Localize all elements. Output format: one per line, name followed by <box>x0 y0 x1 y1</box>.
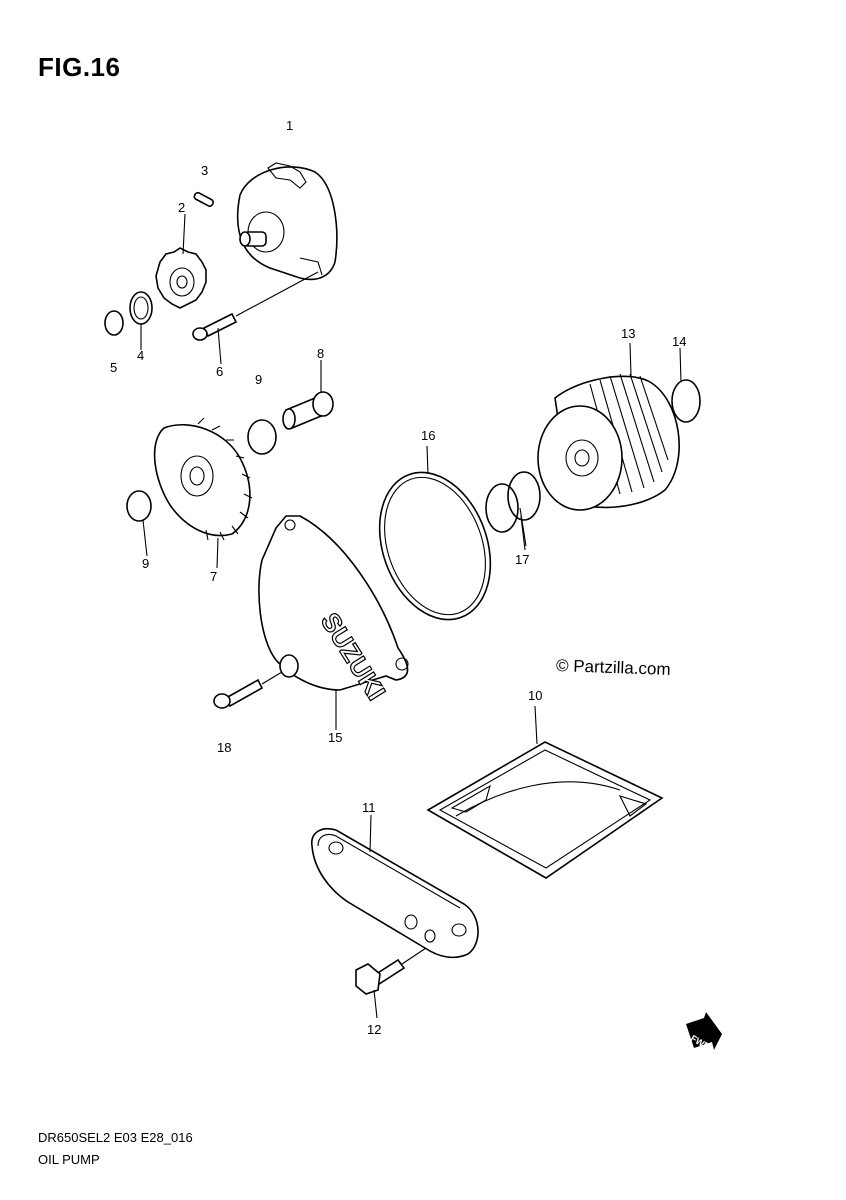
part-3-pin[interactable] <box>193 191 214 208</box>
part-6-bolt[interactable] <box>192 271 319 341</box>
part-7-driven-gear[interactable] <box>153 417 253 541</box>
callout-17: 17 <box>515 552 529 567</box>
callout-15: 15 <box>328 730 342 745</box>
part-12-bolt[interactable] <box>355 947 427 995</box>
part-18-bolt[interactable] <box>213 671 283 709</box>
part-11-gasket-plate[interactable] <box>311 828 479 959</box>
part-17-spring-seal[interactable] <box>485 471 541 547</box>
callout-12: 12 <box>367 1022 381 1037</box>
callout-18: 18 <box>217 740 231 755</box>
part-2-drive-gear[interactable] <box>155 247 207 309</box>
callout-1: 1 <box>286 118 293 133</box>
part-4-washer[interactable] <box>129 291 153 325</box>
callout-16: 16 <box>421 428 435 443</box>
part-10-oil-strainer[interactable] <box>426 741 664 879</box>
leader-lines <box>140 213 682 1019</box>
callout-10: 10 <box>528 688 542 703</box>
part-14-o-ring[interactable] <box>671 379 701 423</box>
part-9-circlip-lower[interactable] <box>126 490 152 522</box>
part-5-circlip[interactable] <box>104 310 124 336</box>
callout-5: 5 <box>110 360 117 375</box>
part-8-shaft[interactable] <box>282 391 334 430</box>
callout-8: 8 <box>317 346 324 361</box>
callout-7: 7 <box>210 569 217 584</box>
callout-2: 2 <box>178 200 185 215</box>
callout-14: 14 <box>672 334 686 349</box>
part-16-o-ring-large[interactable] <box>360 457 510 635</box>
callout-9-lower: 9 <box>142 556 149 571</box>
copyright-text: © Partzilla.com <box>555 656 671 679</box>
figure-title: FIG.16 <box>38 52 121 82</box>
callout-4: 4 <box>137 348 144 363</box>
callout-9-upper: 9 <box>255 372 262 387</box>
callout-6: 6 <box>216 364 223 379</box>
callout-13: 13 <box>621 326 635 341</box>
footer-diagram-code: DR650SEL2 E03 E28_016 <box>38 1130 193 1145</box>
fwd-arrow-icon: FWD <box>686 1012 722 1052</box>
part-1-oil-pump-body[interactable] <box>236 162 338 281</box>
callout-3: 3 <box>201 163 208 178</box>
callout-11: 11 <box>362 800 376 815</box>
part-13-oil-filter[interactable] <box>537 373 680 511</box>
footer-diagram-name: OIL PUMP <box>38 1152 100 1167</box>
part-9-circlip-upper[interactable] <box>247 419 277 455</box>
